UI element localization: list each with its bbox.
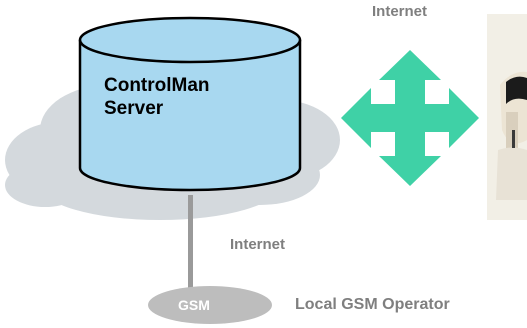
- gsm-label: GSM: [178, 297, 210, 313]
- server-label: ControlMan Server: [104, 74, 224, 120]
- person-photo: [487, 14, 527, 220]
- connection-line: [188, 195, 193, 295]
- local-gsm-operator-label: Local GSM Operator: [295, 296, 450, 313]
- gsm-ellipse: [148, 286, 272, 324]
- internet-top-label: Internet: [372, 3, 428, 20]
- server-cylinder: [78, 16, 302, 192]
- server-label-line2: Server: [104, 98, 164, 119]
- four-way-arrow-icon: [341, 50, 479, 186]
- server-label-line1: ControlMan: [104, 75, 210, 96]
- internet-side-label: Internet: [230, 236, 286, 253]
